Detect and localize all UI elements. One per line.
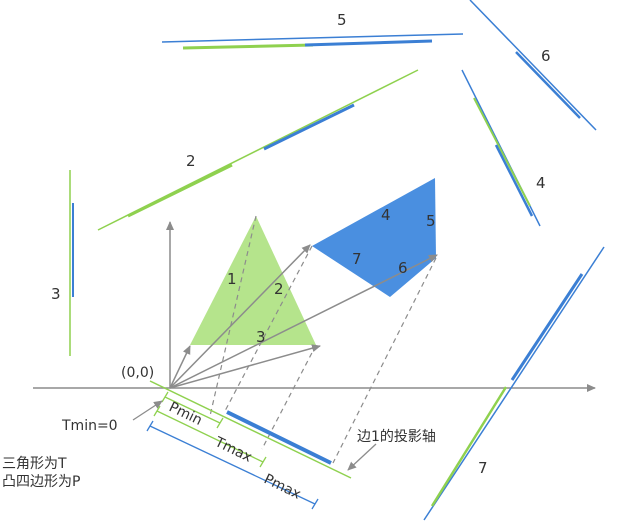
proj-label-2: 2 (186, 152, 196, 170)
proj-label-4: 4 (536, 174, 546, 192)
proj-label-5: 5 (337, 11, 347, 29)
edge-label-6: 6 (398, 259, 408, 277)
pmin-bracket (161, 391, 224, 429)
projection-axis-edge7 (423, 246, 605, 521)
proj-label-7: 7 (478, 459, 488, 477)
pmax-label: Pmax (261, 471, 303, 502)
tmin-pointer (132, 400, 163, 421)
projection-axis-edge6 (469, 0, 597, 131)
pmax-bracket (146, 420, 319, 510)
origin-label: (0,0) (121, 365, 154, 381)
proj-label-6: 6 (541, 47, 551, 65)
legend-quad: 凸四边形为P (2, 474, 80, 490)
projection-axis-edge1 (149, 380, 352, 479)
tmax-label: Tmax (211, 434, 254, 466)
projection-axis-edge5 (161, 33, 464, 50)
edge-label-7: 7 (352, 250, 362, 268)
projection-dashes (209, 215, 437, 464)
axis-note-label: 边1的投影轴 (357, 429, 436, 445)
projection-axis-edge4 (461, 69, 541, 227)
projection-p-interval (226, 410, 332, 465)
edge-label-5: 5 (426, 212, 436, 230)
origin-vectors (169, 244, 438, 389)
edge-label-3: 3 (256, 328, 266, 346)
quad-p (312, 178, 436, 297)
tmin-label: Tmin=0 (61, 418, 118, 434)
axis-note-pointer (347, 443, 377, 471)
triangle-t (190, 216, 316, 345)
proj-label-3: 3 (51, 285, 61, 303)
legend-triangle: 三角形为T (2, 456, 67, 472)
edge-label-4: 4 (381, 206, 391, 224)
projection-axis-edge2 (97, 69, 419, 231)
edge-label-1: 1 (227, 270, 237, 288)
projection-axis-edge3 (69, 170, 74, 356)
edge-label-2: 2 (274, 280, 284, 298)
